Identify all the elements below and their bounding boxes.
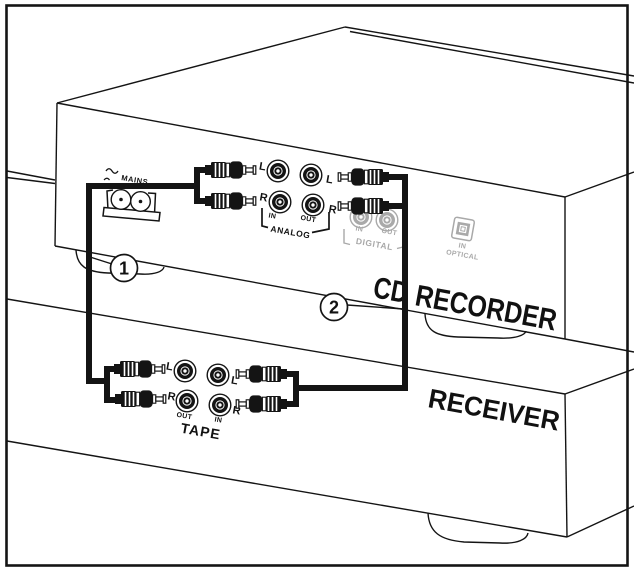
callout-2-leader — [346, 304, 405, 310]
recorder-top-front-edge — [344, 26, 634, 77]
figure-frame — [5, 4, 629, 567]
analog-in-l-label: L — [258, 161, 267, 174]
receiver-back-right-edge — [564, 393, 568, 538]
mains-inlet: MAINS — [102, 168, 161, 222]
tape-in-r-label: R — [232, 404, 242, 417]
recorder-back-left-edge — [54, 102, 58, 247]
recorder-back-bottom-edge — [54, 245, 566, 340]
analog-in-r-jack — [267, 189, 293, 215]
cable-1-run — [86, 183, 197, 384]
cables — [86, 167, 408, 407]
analog-out-l-label: L — [325, 174, 334, 187]
analog-out-r-label: R — [328, 203, 338, 216]
analog-out-l-jack — [298, 162, 324, 188]
recorder-top-left-edge — [56, 26, 346, 104]
optical-in-connector — [450, 216, 476, 242]
tape-in-label: IN — [214, 416, 223, 424]
analog-bracket — [261, 208, 330, 234]
cd-recorder-cabinet — [6, 26, 634, 353]
analog-out-r-jack — [300, 192, 326, 218]
ac-tilde-icon — [105, 168, 119, 174]
tape-out-label: OUT — [176, 412, 193, 422]
tape-out-l-label: L — [165, 361, 174, 374]
optical-in-label: IN — [458, 242, 467, 250]
tape-out-r-label: R — [167, 390, 177, 403]
tape-in-r-jack — [207, 392, 233, 418]
recorder-right-foot — [424, 313, 527, 339]
callout-2-circle — [319, 292, 349, 322]
analog-in-l-jack — [265, 158, 291, 184]
receiver-top-back-edge — [6, 298, 566, 395]
analog-in-label: IN — [268, 212, 277, 220]
inlet-shell — [106, 189, 157, 215]
inlet-pin-left-dot — [119, 197, 123, 202]
recorder-left-ledge-bottom — [6, 176, 56, 185]
recorder-top-back-edge — [56, 102, 566, 198]
recorder-left-ledge-top — [6, 170, 56, 181]
analog-out-label: OUT — [300, 215, 317, 225]
receiver-side-top-edge — [564, 368, 634, 395]
tape-group-label: TAPE — [180, 420, 222, 443]
callout-2-number: 2 — [329, 298, 339, 318]
analog-section: L R L R IN OUT ANALOG — [258, 158, 338, 240]
receiver-side-bottom-edge — [566, 505, 634, 538]
callout-1-number: 1 — [119, 259, 129, 279]
tape-in-l-label: L — [230, 375, 239, 388]
inlet-pin-right-dot — [138, 199, 143, 204]
analog-in-r-label: R — [259, 191, 269, 204]
cable-2-run — [296, 174, 408, 391]
receiver-right-foot — [427, 512, 529, 544]
callout-1-leader — [89, 256, 113, 265]
ac-tilde-small-icon — [103, 177, 110, 181]
tape-out-r-jack — [174, 388, 200, 414]
tape-section: L R L R OUT IN TAPE — [165, 358, 242, 443]
cable-2-receiver-loop — [283, 371, 299, 407]
receiver-back-bottom-edge — [6, 440, 568, 538]
digital-out-label: OUT — [381, 228, 398, 238]
recorder-side-bottom-edge — [564, 338, 634, 353]
callout-1-circle — [109, 253, 139, 283]
tape-out-l-jack — [172, 358, 198, 384]
recorder-side-top-edge — [564, 171, 634, 198]
cable-1-receiver-loop — [104, 366, 120, 403]
callouts: 1 2 — [89, 253, 405, 322]
digital-in-label: IN — [355, 225, 364, 233]
receiver-cabinet — [6, 298, 634, 544]
recorder-top-front-lip — [349, 30, 634, 84]
tape-in-l-jack — [205, 362, 231, 388]
